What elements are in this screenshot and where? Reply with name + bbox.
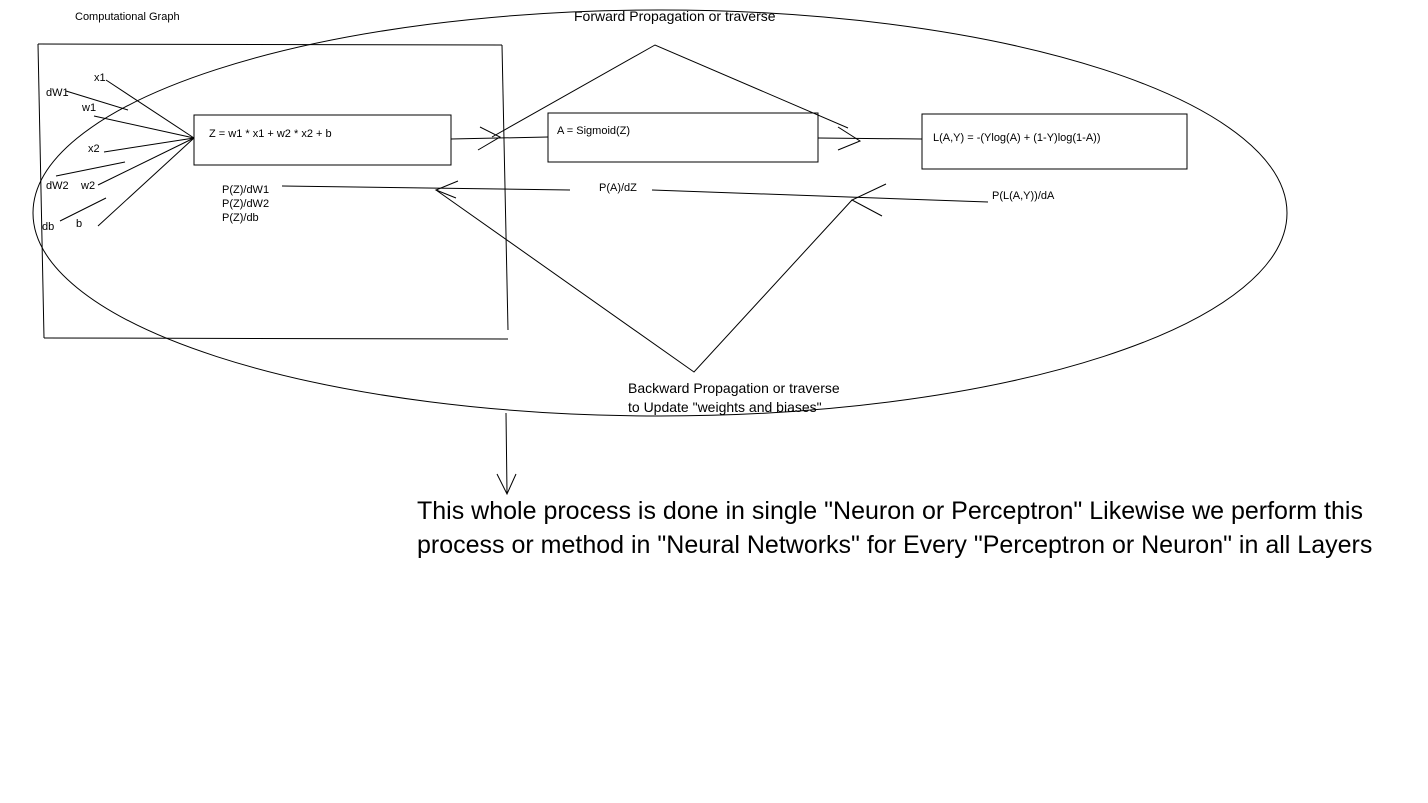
z-node-label: Z = w1 * x1 + w2 * x2 + b: [209, 128, 332, 140]
z-node-box: [193, 114, 452, 166]
grad-pa-dz: P(A)/dZ: [599, 182, 637, 194]
backward-propagation-arrow: [435, 189, 853, 373]
diagram-title: Computational Graph: [75, 11, 180, 23]
neuron-frame: [37, 43, 509, 340]
summary-text: This whole process is done in single "Ne…: [417, 497, 1373, 559]
arrow-z-to-a: [450, 126, 549, 151]
loss-node-box: [921, 113, 1188, 170]
backward-label-line1: Backward Propagation or traverse: [628, 380, 840, 396]
input-w1: w1: [81, 102, 96, 114]
arrow-a-to-loss: [817, 126, 923, 151]
grad-pl-da: P(L(A,Y))/dA: [992, 190, 1055, 202]
grad-pz-dw2: P(Z)/dW2: [222, 198, 269, 210]
forward-label: Forward Propagation or traverse: [574, 8, 776, 24]
down-arrow: [496, 412, 517, 496]
a-node-label: A = Sigmoid(Z): [557, 125, 630, 137]
input-x2: x2: [88, 143, 100, 155]
input-b: b: [76, 218, 82, 230]
input-edges: [55, 79, 195, 227]
loss-node-label: L(A,Y) = -(Ylog(A) + (1-Y)log(1-A)): [933, 132, 1100, 144]
grad-pz-dw1: P(Z)/dW1: [222, 184, 269, 196]
input-w2: w2: [80, 180, 95, 192]
input-dw2: dW2: [46, 180, 69, 192]
grad-pz-db: P(Z)/db: [222, 212, 259, 224]
a-node-box: [547, 112, 819, 163]
backward-label-line2: to Update "weights and biases": [628, 399, 822, 415]
forward-propagation-arrow: [491, 44, 849, 138]
input-x1: x1: [94, 72, 106, 84]
input-dw1: dW1: [46, 87, 69, 99]
input-db: db: [42, 221, 54, 233]
process-ellipse: [32, 9, 1288, 417]
